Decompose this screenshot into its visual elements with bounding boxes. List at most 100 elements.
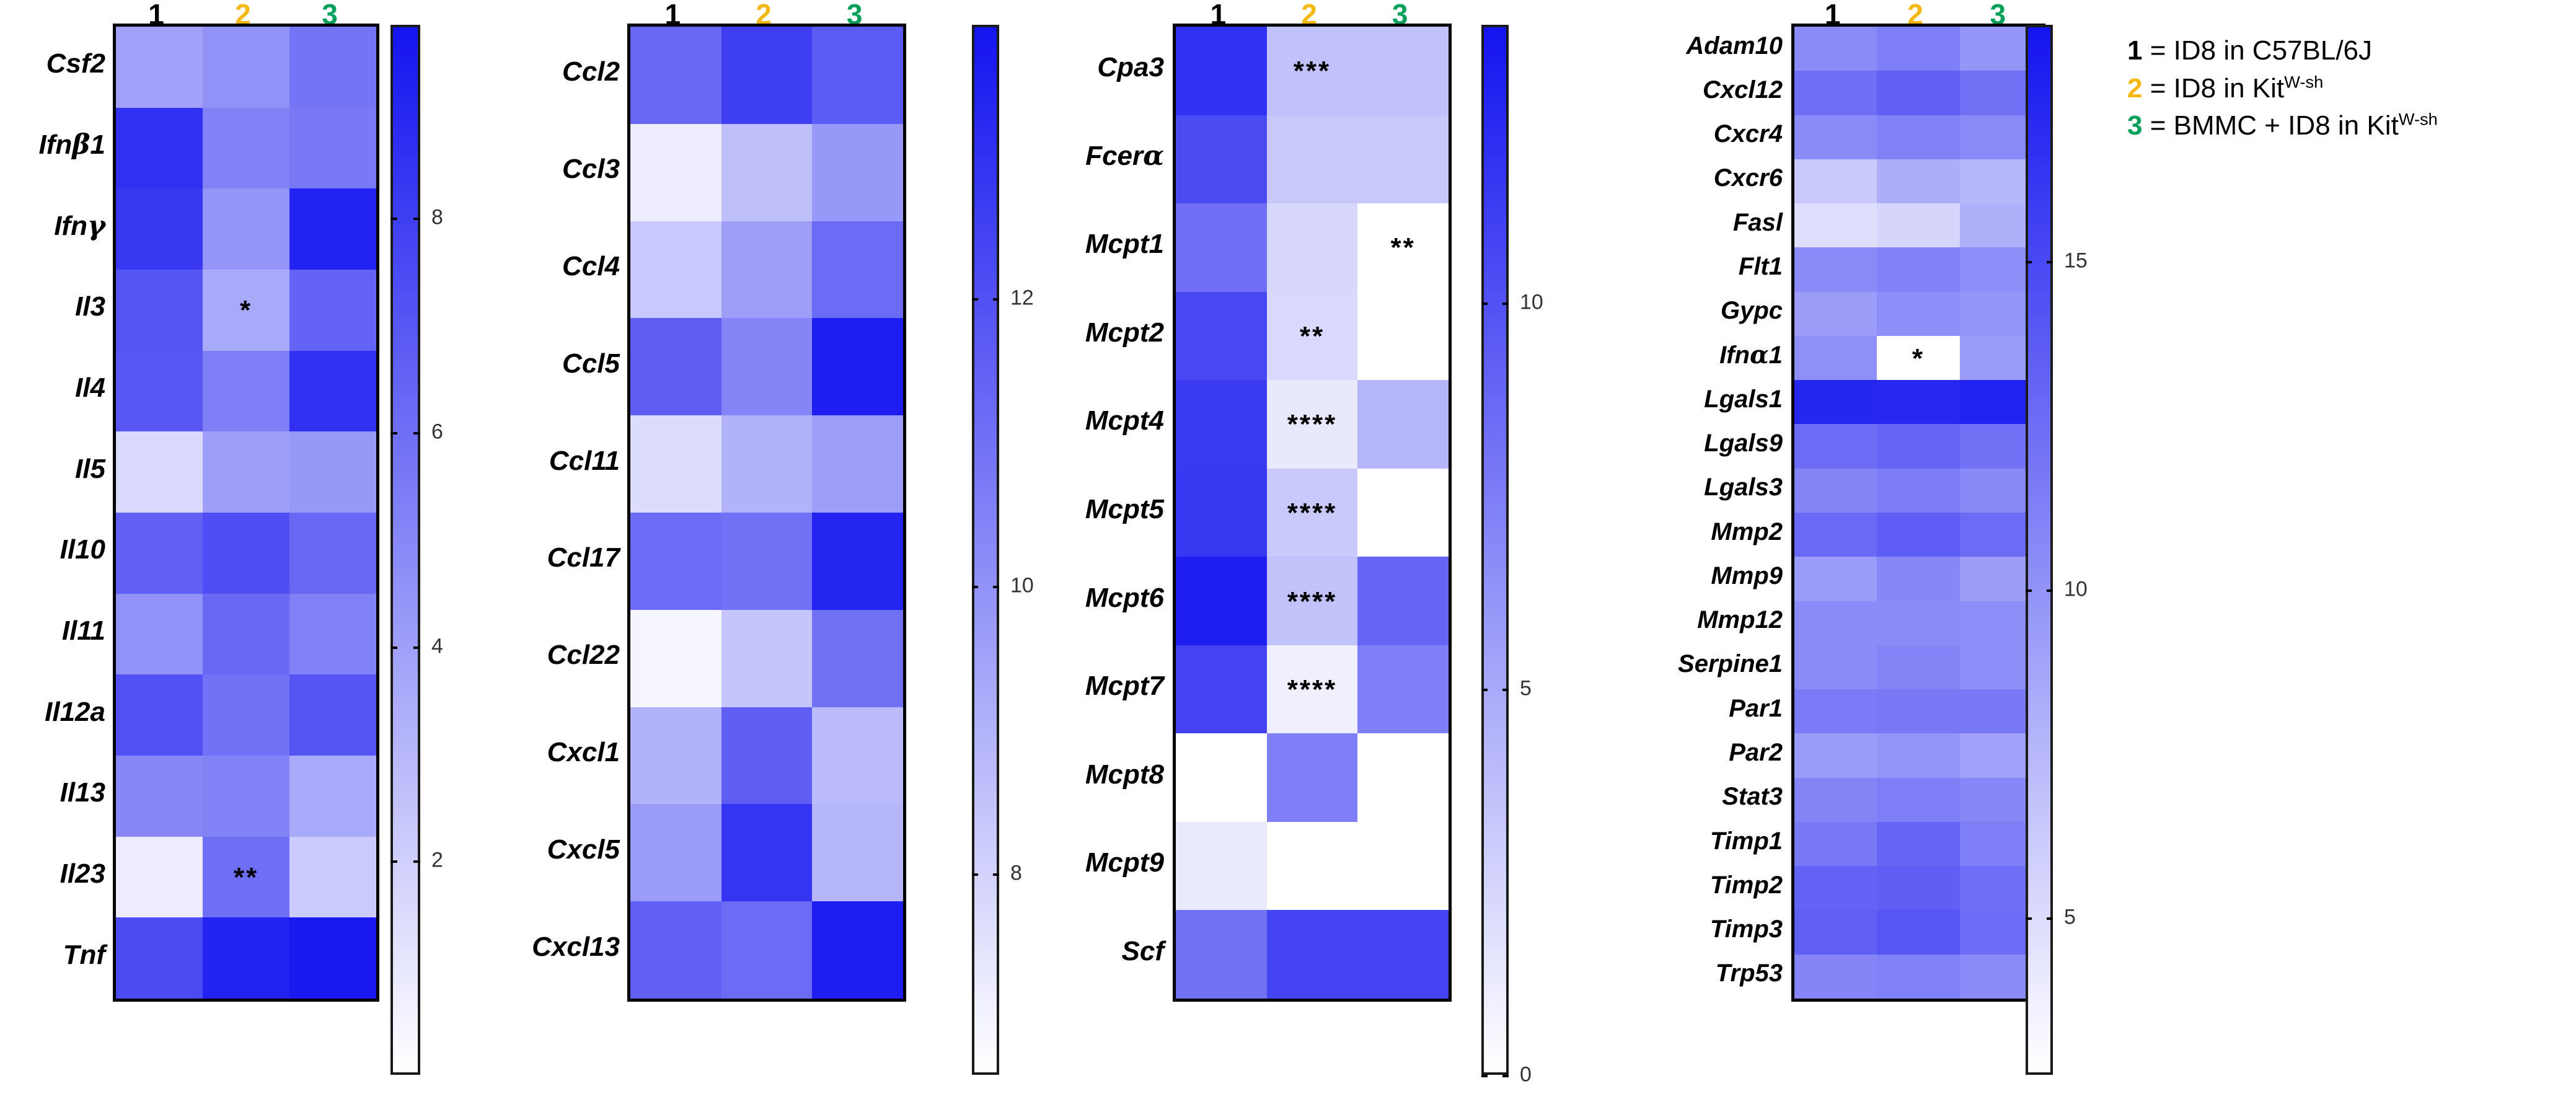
heatmap-cell[interactable] bbox=[1357, 468, 1449, 557]
heatmap-cell[interactable] bbox=[1357, 291, 1449, 381]
heatmap-cell[interactable] bbox=[812, 901, 903, 999]
heatmap-cell[interactable] bbox=[1794, 866, 1877, 911]
heatmap-cell[interactable] bbox=[203, 27, 289, 108]
heatmap-cell[interactable] bbox=[1794, 27, 1877, 71]
heatmap-cell[interactable] bbox=[203, 593, 289, 675]
heatmap-cell[interactable] bbox=[289, 756, 376, 837]
heatmap-cell[interactable] bbox=[116, 756, 203, 837]
heatmap-cell[interactable] bbox=[721, 707, 813, 805]
heatmap-cell[interactable] bbox=[630, 318, 721, 416]
heatmap-cell[interactable] bbox=[1877, 557, 1960, 601]
heatmap-cell[interactable] bbox=[116, 188, 203, 270]
heatmap-cell[interactable] bbox=[721, 513, 813, 610]
heatmap-cell[interactable] bbox=[630, 27, 721, 124]
heatmap-cell[interactable] bbox=[1794, 335, 1877, 381]
heatmap-cell[interactable] bbox=[116, 107, 203, 189]
heatmap-cell[interactable] bbox=[289, 593, 376, 675]
heatmap-cell[interactable] bbox=[630, 513, 721, 610]
heatmap-cell[interactable] bbox=[1176, 291, 1267, 381]
heatmap-cell[interactable] bbox=[1877, 247, 1960, 292]
heatmap-cell[interactable] bbox=[1176, 115, 1267, 204]
heatmap-cell[interactable] bbox=[1877, 866, 1960, 911]
heatmap-cell[interactable]: *** bbox=[1266, 27, 1358, 115]
heatmap-cell[interactable] bbox=[1794, 645, 1877, 690]
heatmap-cell[interactable] bbox=[1176, 468, 1267, 557]
heatmap-cell[interactable] bbox=[812, 221, 903, 319]
heatmap-cell[interactable] bbox=[1176, 557, 1267, 645]
heatmap-cell[interactable] bbox=[1357, 115, 1449, 204]
heatmap-cell[interactable] bbox=[1794, 247, 1877, 292]
heatmap-cell[interactable] bbox=[630, 123, 721, 221]
heatmap-cell[interactable] bbox=[1877, 513, 1960, 557]
heatmap-cell[interactable] bbox=[1877, 821, 1960, 867]
heatmap-cell[interactable] bbox=[812, 707, 903, 805]
heatmap-cell[interactable] bbox=[1176, 203, 1267, 292]
heatmap-cell[interactable] bbox=[116, 917, 203, 999]
heatmap-cell[interactable] bbox=[116, 27, 203, 108]
heatmap-cell[interactable] bbox=[630, 609, 721, 707]
heatmap-cell[interactable] bbox=[812, 318, 903, 416]
heatmap-cell[interactable] bbox=[1794, 291, 1877, 336]
heatmap-cell[interactable]: * bbox=[1877, 335, 1960, 381]
heatmap-cell[interactable] bbox=[721, 901, 813, 999]
heatmap-cell[interactable] bbox=[630, 804, 721, 902]
heatmap-cell[interactable] bbox=[116, 836, 203, 918]
heatmap-cell[interactable] bbox=[1877, 777, 1960, 822]
heatmap-cell[interactable] bbox=[116, 270, 203, 351]
heatmap-cell[interactable] bbox=[116, 431, 203, 513]
heatmap-cell[interactable] bbox=[1877, 954, 1960, 999]
heatmap-cell[interactable] bbox=[812, 609, 903, 707]
heatmap-cell[interactable] bbox=[721, 804, 813, 902]
heatmap-cell[interactable] bbox=[1266, 821, 1358, 911]
heatmap-cell[interactable] bbox=[1794, 601, 1877, 645]
heatmap-cell[interactable] bbox=[721, 415, 813, 513]
heatmap-cell[interactable] bbox=[1877, 203, 1960, 248]
heatmap-cell[interactable] bbox=[116, 513, 203, 594]
heatmap-cell[interactable] bbox=[812, 415, 903, 513]
heatmap-cell[interactable] bbox=[721, 221, 813, 319]
heatmap-cell[interactable] bbox=[1176, 27, 1267, 115]
heatmap-cell[interactable] bbox=[1794, 910, 1877, 955]
heatmap-cell[interactable] bbox=[1877, 910, 1960, 955]
heatmap-cell[interactable] bbox=[1357, 557, 1449, 645]
heatmap-cell[interactable] bbox=[1794, 115, 1877, 159]
heatmap-cell[interactable] bbox=[203, 350, 289, 432]
heatmap-cell[interactable] bbox=[1877, 733, 1960, 778]
heatmap-grid-tumor-microenvironment[interactable]: * bbox=[1791, 24, 2045, 1002]
heatmap-cell[interactable] bbox=[203, 431, 289, 513]
heatmap-cell[interactable] bbox=[1357, 645, 1449, 734]
heatmap-cell[interactable] bbox=[721, 27, 813, 124]
heatmap-cell[interactable] bbox=[1794, 380, 1877, 425]
heatmap-cell[interactable] bbox=[1877, 601, 1960, 645]
heatmap-cell[interactable] bbox=[1794, 821, 1877, 867]
heatmap-cell[interactable] bbox=[721, 318, 813, 416]
heatmap-cell[interactable] bbox=[630, 415, 721, 513]
heatmap-cell[interactable] bbox=[1176, 821, 1267, 911]
heatmap-cell[interactable] bbox=[289, 350, 376, 432]
heatmap-cell[interactable] bbox=[289, 674, 376, 756]
heatmap-cell[interactable]: * bbox=[203, 270, 289, 351]
heatmap-cell[interactable] bbox=[1794, 557, 1877, 601]
heatmap-cell[interactable] bbox=[116, 593, 203, 675]
heatmap-cell[interactable] bbox=[1266, 733, 1358, 822]
heatmap-cell[interactable] bbox=[1176, 733, 1267, 822]
heatmap-cell[interactable] bbox=[1877, 424, 1960, 469]
heatmap-cell[interactable] bbox=[1357, 733, 1449, 822]
heatmap-cell[interactable] bbox=[116, 674, 203, 756]
heatmap-cell[interactable] bbox=[1877, 468, 1960, 513]
heatmap-cell[interactable]: ** bbox=[203, 836, 289, 918]
heatmap-cell[interactable] bbox=[1176, 910, 1267, 999]
heatmap-cell[interactable] bbox=[721, 609, 813, 707]
heatmap-cell[interactable] bbox=[1266, 203, 1358, 292]
heatmap-cell[interactable] bbox=[1877, 291, 1960, 336]
heatmap-cell[interactable] bbox=[1266, 910, 1358, 999]
heatmap-cell[interactable] bbox=[116, 350, 203, 432]
heatmap-cell[interactable] bbox=[1794, 733, 1877, 778]
heatmap-cell[interactable] bbox=[812, 513, 903, 610]
heatmap-cell[interactable] bbox=[1877, 27, 1960, 71]
heatmap-cell[interactable] bbox=[812, 27, 903, 124]
heatmap-cell[interactable]: **** bbox=[1266, 645, 1358, 734]
heatmap-cell[interactable] bbox=[203, 917, 289, 999]
heatmap-cell[interactable] bbox=[630, 707, 721, 805]
heatmap-grid-mast-cell-markers[interactable]: *********************** bbox=[1173, 24, 1452, 1002]
